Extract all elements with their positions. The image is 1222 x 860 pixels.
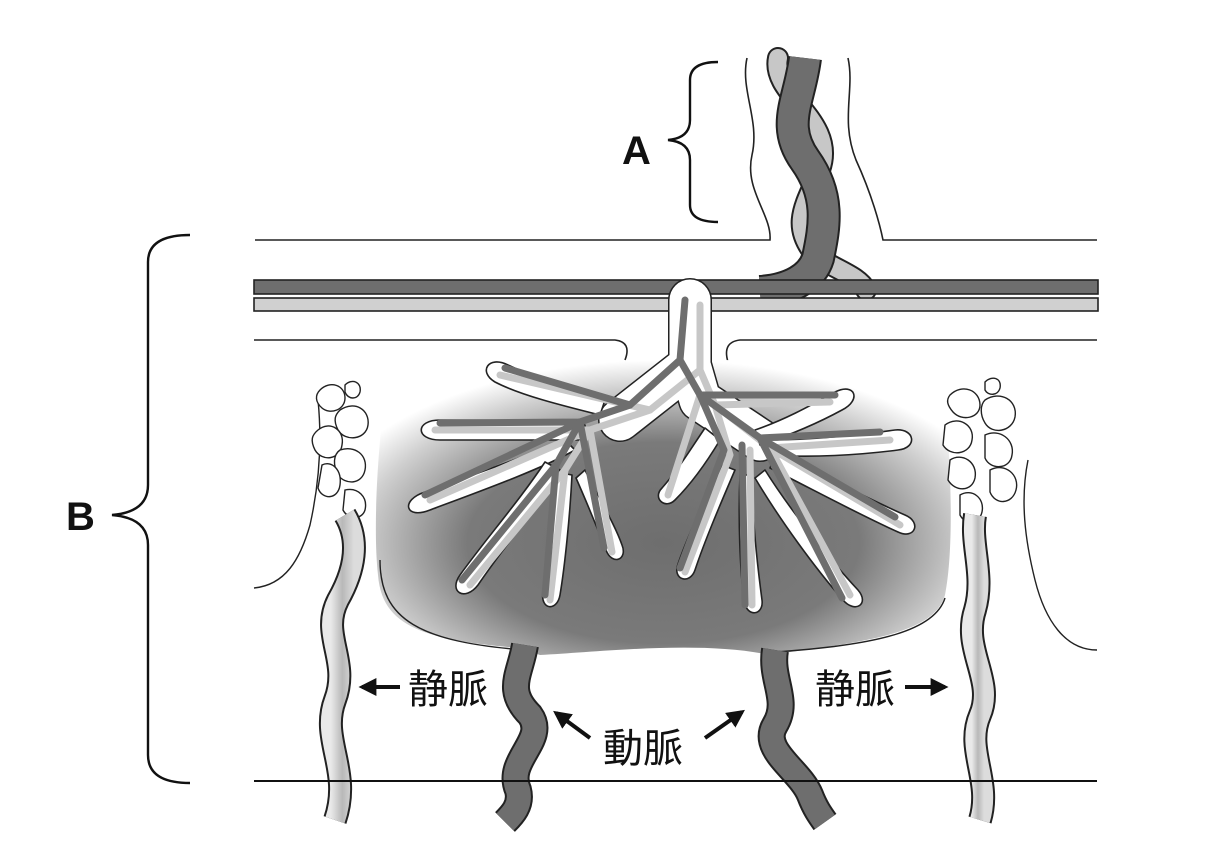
umbilical-cord — [255, 47, 1097, 309]
right-decidua — [942, 377, 1098, 824]
label-a: A — [622, 129, 651, 173]
label-b: B — [66, 495, 95, 539]
label-artery: 動脈 — [603, 726, 683, 772]
bracket-b — [111, 233, 191, 785]
label-vein-right: 静脈 — [815, 667, 895, 713]
left-decidua — [253, 380, 369, 824]
bracket-a — [667, 60, 719, 224]
villous-tree — [407, 278, 916, 614]
spiral-arteries — [495, 642, 837, 832]
arrow-artery-left — [553, 710, 592, 740]
label-vein-left: 静脈 — [408, 667, 488, 713]
arrow-artery-right — [703, 709, 745, 740]
